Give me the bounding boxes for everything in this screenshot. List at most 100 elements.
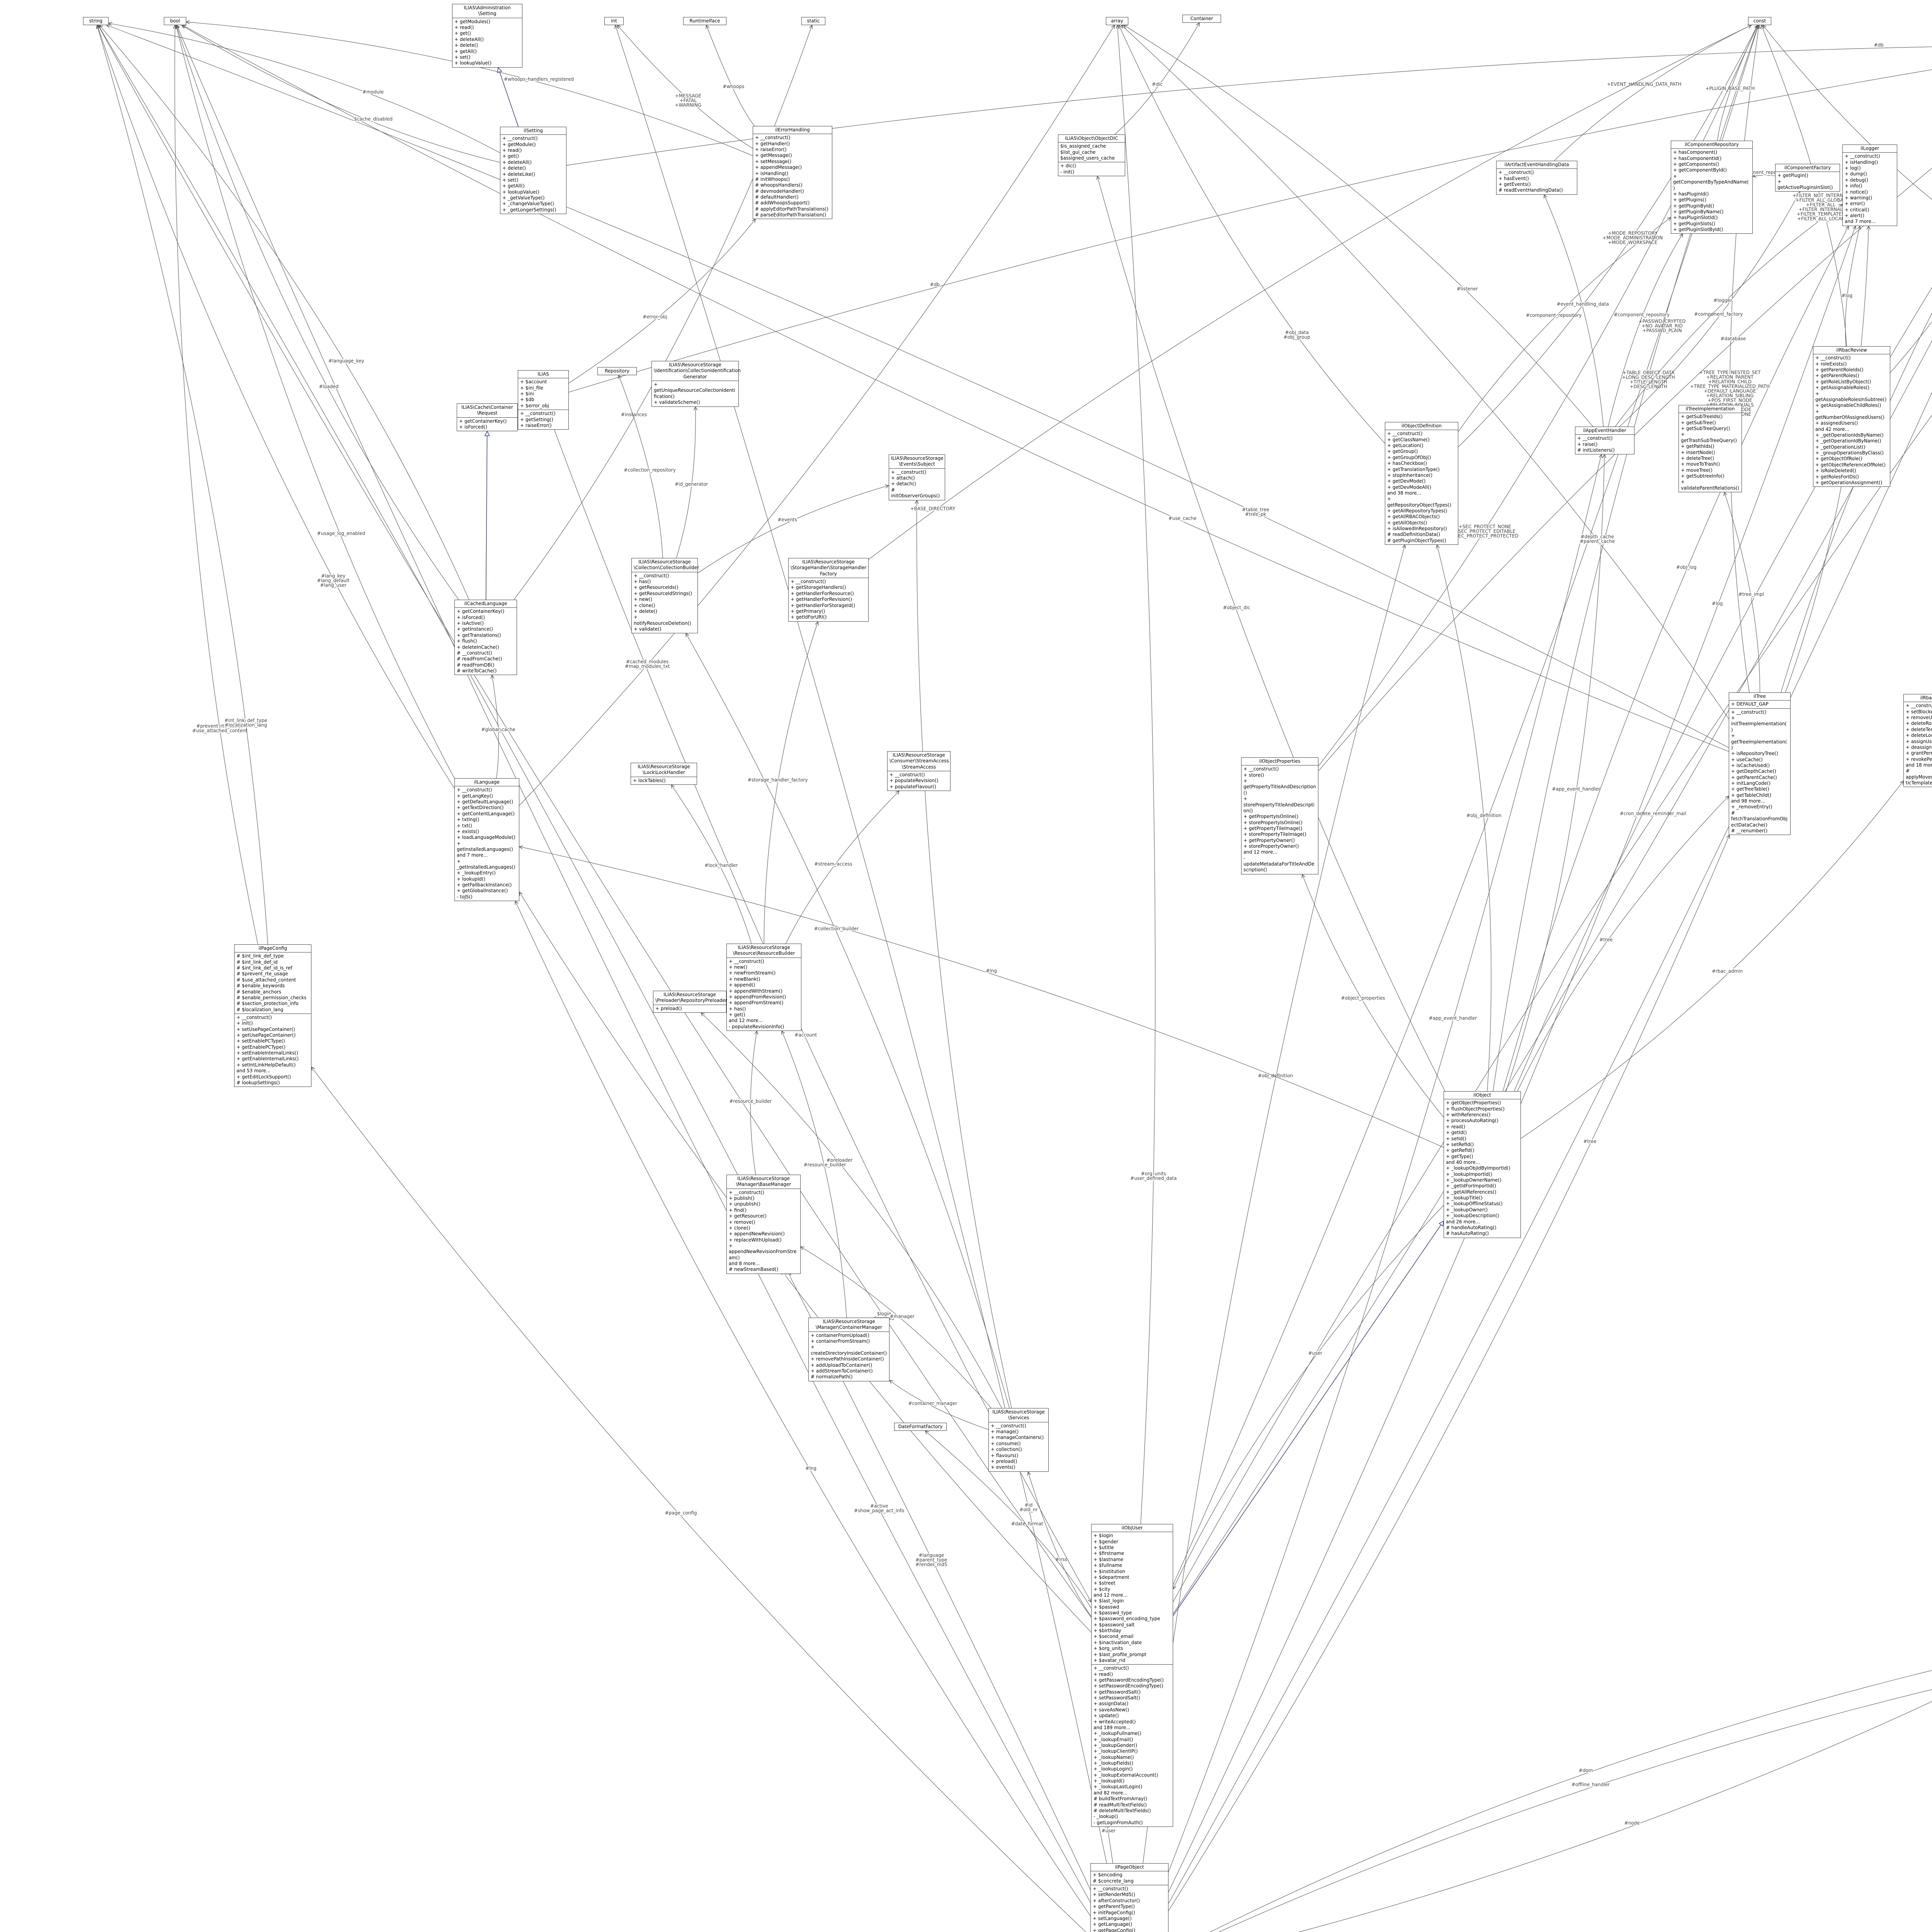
- class-method: - updateMetadataForTitleAndDescription(): [1243, 855, 1315, 873]
- class-node-componentrepo[interactable]: ilComponentRepository+ hasComponent()+ h…: [1671, 141, 1753, 234]
- class-method: + setRenderMd5(): [1093, 1892, 1135, 1898]
- class-node-adminsetting[interactable]: ILIAS\Administration \Setting+ getModule…: [452, 4, 522, 68]
- class-node-rscontainermanager[interactable]: ILIAS\ResourceStorage \Manager\Container…: [808, 1318, 889, 1381]
- class-node-iltree[interactable]: ilTree+ DEFAULT_GAP+ __construct()+ init…: [1729, 692, 1791, 835]
- class-attribute: + $encoding: [1093, 1872, 1122, 1878]
- class-node-cacherequest[interactable]: ILIAS\Cache\Container \Request+ getConta…: [457, 403, 518, 432]
- class-method: + delete(): [502, 165, 526, 171]
- edge-componentfactory-componentrepo: [1753, 175, 1776, 177]
- class-method: + __construct(): [634, 573, 669, 578]
- class-method: + new(): [729, 964, 748, 970]
- class-title: Repository: [605, 368, 629, 374]
- edge-illanguage-ilcachedlanguage: [492, 675, 499, 779]
- class-method: + _getInstalledLanguages(): [457, 858, 515, 870]
- class-node-bool[interactable]: bool: [164, 17, 186, 26]
- class-method: + getPasswordSalt(): [1094, 1689, 1141, 1695]
- class-method: + getId(): [1446, 1130, 1467, 1136]
- edge-label: #object_dic: [1223, 605, 1250, 610]
- edge-label: +TABLE_OBJECT_DATA+LONG_DESC_LENGTH+TITL…: [1622, 370, 1675, 389]
- class-node-ilobject[interactable]: ilObject+ getObjectProperties()+ flushOb…: [1444, 1091, 1521, 1238]
- class-method: + getSubTreeIds(): [1681, 414, 1723, 420]
- class-node-repository[interactable]: Repository: [597, 367, 637, 376]
- class-method: + __construct(): [1094, 1665, 1129, 1671]
- class-node-rspreloader[interactable]: ILIAS\ResourceStorage \Preloader\Reposit…: [653, 991, 727, 1013]
- class-node-const[interactable]: const: [1748, 17, 1771, 26]
- edge-ilcachedlanguage-string: [99, 25, 469, 600]
- class-method: and 98 more...: [1731, 798, 1765, 804]
- class-node-objdefinition[interactable]: ilObjectDefinition+ __construct()+ getCl…: [1385, 422, 1458, 545]
- class-node-ilpageconfig[interactable]: ilPageConfig# $int_link_def_type# $int_l…: [234, 944, 311, 1087]
- class-methods-compartment: + __construct()+ init()+ setUsePageConta…: [235, 1013, 311, 1087]
- class-node-runtimeiface[interactable]: RuntimeIface: [683, 17, 726, 26]
- class-method: + getIdForURI(): [791, 614, 827, 620]
- class-method: + setRefId(): [1446, 1141, 1474, 1147]
- class-node-string[interactable]: string: [83, 17, 109, 26]
- class-method: + new(): [634, 597, 653, 602]
- class-node-ilias[interactable]: ILIAS+ $account+ $ini_file+ $ini+ $db+ $…: [518, 370, 569, 430]
- edge-label: #tree: [1583, 1139, 1597, 1144]
- class-node-ilsetting[interactable]: ilSetting+ __construct()+ getModule()+ r…: [500, 127, 566, 214]
- class-node-rslock[interactable]: ILIAS\ResourceStorage \Lock\LockHandler+…: [631, 763, 697, 785]
- class-node-rsresourcebuilder[interactable]: ILIAS\ResourceStorage \Resource\Resource…: [726, 944, 801, 1031]
- class-node-rsstoragefactory[interactable]: ILIAS\ResourceStorage \StorageHandler\St…: [788, 558, 869, 622]
- class-node-eventdata[interactable]: ilArtifactEventHandlingData+ __construct…: [1496, 161, 1577, 195]
- class-method: + assignData(): [1094, 1701, 1129, 1707]
- class-node-ilobjuser[interactable]: ilObjUser+ $login+ $gender+ $utitle+ $fi…: [1091, 1524, 1173, 1827]
- class-method: + __construct(): [791, 579, 826, 585]
- class-node-rsbasemanager[interactable]: ILIAS\ResourceStorage \Manager\BaseManag…: [726, 1175, 801, 1274]
- class-node-ilcachedlanguage[interactable]: ilCachedLanguage+ getContainerKey()+ isF…: [454, 600, 517, 675]
- edge-ilpageobject-ilobjuser: [1107, 1824, 1113, 1864]
- class-node-rsstream[interactable]: ILIAS\ResourceStorage \Consumer\StreamAc…: [887, 751, 951, 791]
- class-node-objectproperties[interactable]: ilObjectProperties+ __construct()+ store…: [1241, 757, 1318, 874]
- class-method: # readFromCache(): [457, 656, 502, 662]
- class-node-container[interactable]: Container: [1182, 15, 1221, 23]
- edge-ilpageobject-objdefinition: [1143, 545, 1405, 1864]
- class-method: + isRoleDeleted(): [1815, 468, 1856, 474]
- class-method: + getPluginById(): [1673, 203, 1714, 209]
- class-method: + lookupValue(): [454, 60, 492, 66]
- class-method: + getContainerKey(): [459, 418, 507, 424]
- edge-objdefinition-array: [1119, 25, 1385, 444]
- class-method: + getContentLanguage(): [457, 811, 515, 816]
- class-method: + notice(): [1845, 189, 1868, 195]
- edge-ilcachedlanguage-static: [514, 25, 812, 600]
- class-method: + _lookupOfflineStatus(): [1446, 1201, 1503, 1207]
- class-method: + getDevModeAll(): [1387, 484, 1432, 490]
- class-attribute: $assigned_users_cache: [1060, 155, 1115, 161]
- class-node-rsidgen[interactable]: ILIAS\ResourceStorage \Identification\Co…: [651, 361, 741, 407]
- class-method: + grantPermission(): [1906, 750, 1932, 756]
- class-node-rsevents[interactable]: ILIAS\ResourceStorage \Events\Subject+ _…: [889, 454, 945, 500]
- class-node-appeventhandler[interactable]: ilAppEventHandler+ __construct()+ raise(…: [1575, 427, 1634, 455]
- class-title: ilRbacAdmin: [1920, 695, 1932, 701]
- class-method: + find(): [729, 1207, 747, 1213]
- class-node-ilerrorhandling[interactable]: ilErrorHandling+ __construct()+ getHandl…: [753, 126, 832, 219]
- class-node-treeimpl[interactable]: ilTreeImplementation+ getSubTreeIds()+ g…: [1679, 405, 1742, 493]
- class-node-dateformatfactory[interactable]: DateFormatFactory: [894, 1423, 947, 1431]
- class-method: + flavours(): [991, 1452, 1019, 1458]
- class-method: # readDefinitionData(): [1387, 532, 1440, 537]
- class-attribute: + $login: [1094, 1533, 1113, 1539]
- edge-ilobjuser-rsservices: [1028, 1472, 1092, 1617]
- class-node-rbacreview[interactable]: ilRbacReview+ __construct()+ roleExists(…: [1813, 346, 1890, 487]
- class-method: + getNumberOfAssignedUsers(): [1815, 408, 1884, 420]
- class-node-illanguage[interactable]: ilLanguage+ __construct()+ getLangKey()+…: [454, 778, 519, 901]
- class-method: + _getOperationIdsByName(): [1815, 432, 1884, 438]
- edge-label: #obj_definition: [1466, 813, 1502, 818]
- class-node-rscollbuilder[interactable]: ILIAS\ResourceStorage \Collection\Collec…: [631, 558, 699, 634]
- class-method: + _lookupExternalAccount(): [1094, 1772, 1158, 1778]
- class-node-rbacadmin[interactable]: ilRbacAdmin+ __construct()+ setBlockedSt…: [1903, 694, 1932, 787]
- class-title: ilSetting: [524, 128, 543, 133]
- class-method: + getPrimary(): [791, 608, 825, 614]
- class-method: + isCacheUsed(): [1731, 762, 1770, 768]
- class-node-illogger[interactable]: ilLogger+ __construct()+ isHandling()+ l…: [1842, 145, 1897, 226]
- class-method: + moveToTrash(): [1681, 461, 1720, 467]
- edge-label: +MESSAGE+FATAL+WARNING: [675, 93, 702, 108]
- class-node-static[interactable]: static: [801, 17, 825, 26]
- class-node-objectdic[interactable]: ILIAS\Object\ObjectDIC$is_assigned_cache…: [1058, 134, 1125, 177]
- class-node-componentfactory[interactable]: ilComponentFactory+ getPlugin()+ getActi…: [1775, 164, 1840, 192]
- class-node-array[interactable]: array: [1106, 17, 1128, 26]
- class-node-int[interactable]: int: [604, 17, 624, 26]
- class-node-rsservices[interactable]: ILIAS\ResourceStorage \Services+ __const…: [988, 1408, 1049, 1472]
- class-node-ilpageobject[interactable]: ilPageObject+ $encoding# $concrete_lang+…: [1090, 1863, 1168, 1932]
- edge-label: #component_factory: [1694, 311, 1743, 317]
